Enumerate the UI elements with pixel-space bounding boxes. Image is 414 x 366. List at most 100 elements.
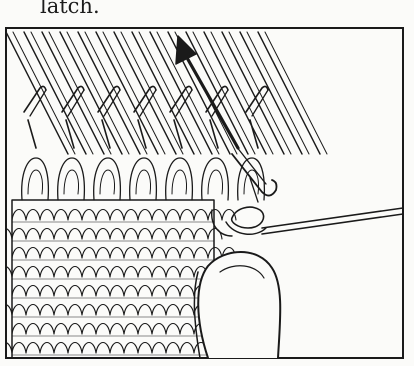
needle-bed-line: [258, 32, 320, 154]
knit-stitch: [166, 229, 180, 240]
knit-stitch: [12, 362, 26, 366]
knit-stitch: [180, 267, 194, 278]
knit-stitch: [96, 248, 110, 259]
knit-stitch: [110, 362, 124, 366]
knit-stitch: [152, 229, 166, 240]
top-loop-inner: [64, 170, 79, 194]
knit-stitch: [54, 343, 68, 354]
knit-stitch: [180, 210, 194, 221]
illustration-canvas: [0, 22, 414, 366]
knit-stitch: [82, 305, 96, 316]
knit-stitch: [110, 343, 124, 354]
knit-stitch: [110, 210, 124, 221]
knit-stitch: [96, 229, 110, 240]
knit-stitch: [68, 324, 82, 335]
knit-stitch: [194, 210, 208, 221]
knit-stitch: [12, 210, 26, 221]
knit-stitch: [152, 324, 166, 335]
top-loop: [22, 158, 49, 200]
knit-stitch: [82, 248, 96, 259]
knit-stitch: [82, 267, 96, 278]
top-loop-inner: [28, 170, 43, 194]
knit-stitch: [40, 362, 54, 366]
knit-stitch: [82, 210, 96, 221]
knit-stitch: [138, 305, 152, 316]
knit-stitch: [26, 362, 40, 366]
knit-stitch: [138, 210, 152, 221]
knit-stitch: [166, 267, 180, 278]
knit-stitch: [12, 305, 26, 316]
knit-stitch: [152, 248, 166, 259]
needle-bed-line: [240, 32, 302, 154]
knit-stitch: [138, 229, 152, 240]
knit-stitch: [54, 267, 68, 278]
knit-stitch: [82, 343, 96, 354]
needle-stem: [250, 120, 258, 148]
knit-stitch: [12, 248, 26, 259]
knit-stitch: [180, 362, 194, 366]
knit-stitch: [40, 286, 54, 297]
knit-stitch: [40, 229, 54, 240]
knit-stitch: [138, 362, 152, 366]
top-loop: [58, 158, 85, 200]
knit-stitch: [12, 267, 26, 278]
knit-stitch: [152, 343, 166, 354]
knit-stitch: [110, 286, 124, 297]
knit-stitch: [54, 286, 68, 297]
knit-stitch: [124, 248, 138, 259]
needle-shaft: [68, 90, 84, 116]
thumb: [194, 252, 280, 358]
knit-stitch: [208, 362, 222, 366]
knit-stitch: [68, 267, 82, 278]
knit-stitch: [40, 305, 54, 316]
knit-stitch: [96, 286, 110, 297]
needle-shaft: [176, 90, 192, 116]
knit-stitch: [138, 324, 152, 335]
needle-shaft: [140, 90, 156, 116]
knit-stitch: [110, 229, 124, 240]
knit-stitch: [26, 305, 40, 316]
knitting-illustration: [0, 22, 414, 366]
knit-stitch: [26, 248, 40, 259]
knit-stitch: [124, 267, 138, 278]
knit-stitch: [26, 286, 40, 297]
knit-stitch: [40, 343, 54, 354]
knit-stitch: [54, 229, 68, 240]
knit-stitch: [68, 305, 82, 316]
needle-stem: [28, 120, 36, 148]
knit-stitch: [194, 229, 208, 240]
knit-stitch: [82, 362, 96, 366]
knit-stitch: [180, 324, 194, 335]
knit-stitch: [26, 267, 40, 278]
top-loop: [202, 158, 229, 200]
knit-stitch: [96, 305, 110, 316]
knit-stitch: [180, 305, 194, 316]
knit-stitch: [180, 248, 194, 259]
knit-stitch: [12, 286, 26, 297]
needle-shaft: [104, 90, 120, 116]
knit-stitch: [82, 229, 96, 240]
knit-stitch: [194, 362, 208, 366]
knit-stitch: [138, 286, 152, 297]
knit-stitch: [110, 324, 124, 335]
needle-bed-lines: [6, 32, 327, 154]
knit-stitch: [124, 210, 138, 221]
knit-stitch: [166, 324, 180, 335]
knit-stitch: [68, 362, 82, 366]
knit-stitch: [54, 248, 68, 259]
knit-stitch: [152, 267, 166, 278]
knit-stitch: [96, 362, 110, 366]
knit-stitch: [138, 343, 152, 354]
knit-stitch: [166, 305, 180, 316]
knit-stitch: [40, 248, 54, 259]
latch-tool: [212, 178, 403, 236]
knit-stitch: [124, 362, 138, 366]
top-loop-inner: [100, 170, 115, 194]
knit-stitch: [110, 305, 124, 316]
knit-stitch: [166, 362, 180, 366]
top-loop: [166, 158, 193, 200]
knit-stitch: [26, 229, 40, 240]
knit-stitch: [40, 267, 54, 278]
knit-stitch: [138, 248, 152, 259]
knit-stitch: [180, 286, 194, 297]
